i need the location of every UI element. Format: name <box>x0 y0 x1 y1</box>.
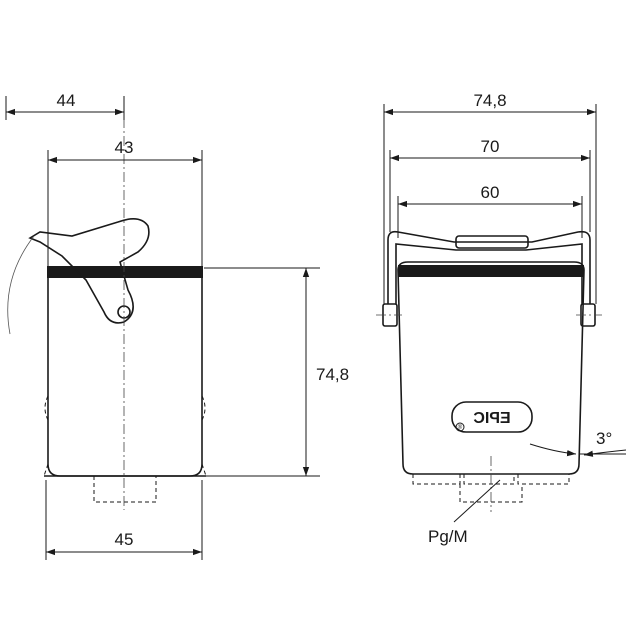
dim-overall-width-label: 74,8 <box>473 91 506 110</box>
side-cable-entry <box>93 476 157 503</box>
dim-43-label: 43 <box>115 138 134 157</box>
dim-44-label: 44 <box>57 91 76 110</box>
dim-44: 44 <box>5 91 125 120</box>
dim-height: 74,8 <box>204 267 349 477</box>
logo-registered-mark: ® <box>458 424 463 431</box>
front-seal-band <box>398 265 584 277</box>
side-housing-body <box>43 266 207 477</box>
dim-width-60: 60 <box>397 183 583 238</box>
draft-angle: 3° <box>529 429 627 457</box>
dim-width-70: 70 <box>389 137 591 232</box>
dim-width-60-label: 60 <box>481 183 500 202</box>
dim-43: 43 <box>47 138 203 266</box>
bracket-grip <box>455 235 529 249</box>
front-view: EPIC ® Pg/M 3° 74,8 <box>376 91 627 546</box>
epic-logo: EPIC ® <box>451 401 533 433</box>
side-seal-band <box>47 266 203 278</box>
dim-45-label: 45 <box>115 530 134 549</box>
dim-width-70-label: 70 <box>481 137 500 156</box>
logo-text: EPIC <box>473 410 511 427</box>
locking-bracket <box>376 230 602 327</box>
thread-leader <box>453 479 501 523</box>
draft-angle-label: 3° <box>596 429 612 448</box>
front-housing-body <box>397 261 585 475</box>
thread-label: Pg/M <box>428 527 468 546</box>
dim-height-label: 74,8 <box>316 365 349 384</box>
side-view: 44 43 74,8 45 <box>5 91 349 560</box>
dim-45: 45 <box>45 480 203 560</box>
dim-overall-width: 74,8 <box>383 91 597 304</box>
